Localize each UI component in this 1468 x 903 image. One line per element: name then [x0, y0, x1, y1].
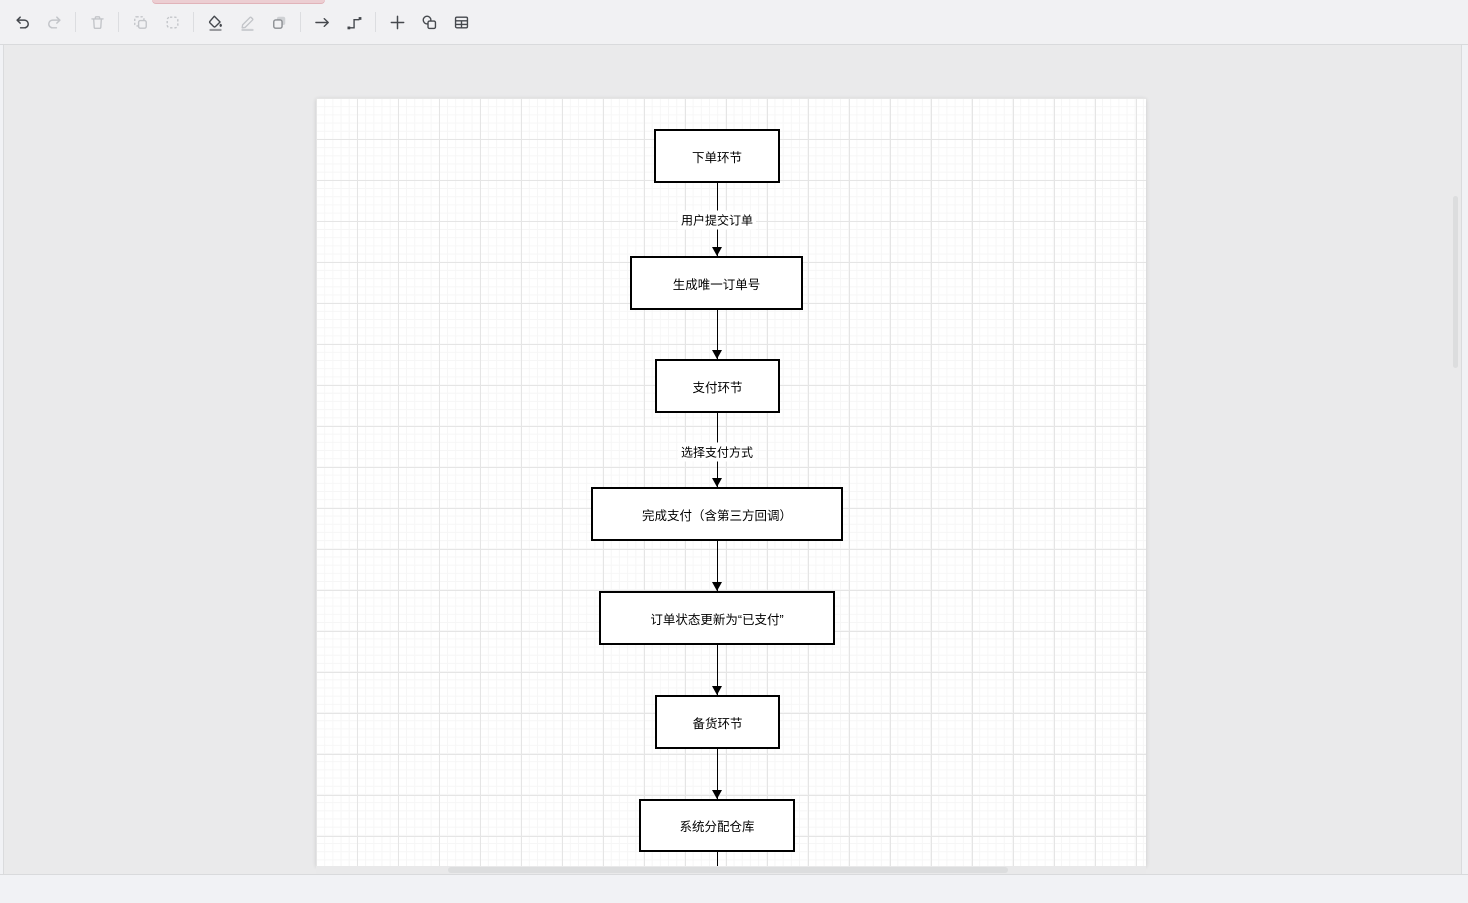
horizontal-scrollbar-thumb[interactable]	[448, 867, 1008, 873]
arrowhead-icon	[712, 686, 722, 695]
diagram-page[interactable]: 下单环节生成唯一订单号支付环节完成支付（含第三方回调） 订单状态更新为“已支付” 备…	[316, 98, 1146, 866]
arrowhead-icon	[712, 247, 722, 256]
line-style-button[interactable]	[231, 6, 263, 38]
straight-arrow-icon	[314, 17, 329, 27]
arrowhead-icon	[712, 478, 722, 487]
toolbar-divider	[375, 12, 376, 32]
pencil-icon	[240, 16, 254, 31]
elbow-connector-icon	[346, 16, 361, 29]
toolbar-divider	[118, 12, 119, 32]
canvas-workspace[interactable]: 下单环节生成唯一订单号支付环节完成支付（含第三方回调） 订单状态更新为“已支付” 备…	[0, 45, 1468, 874]
undo-icon	[15, 15, 29, 29]
flow-edge[interactable]	[716, 541, 718, 591]
status-bar	[0, 874, 1468, 903]
flow-node-gen-order-number[interactable]: 生成唯一订单号	[630, 256, 803, 310]
flow-node-payment-step[interactable]: 支付环节	[655, 359, 780, 413]
undo-button[interactable]	[6, 6, 38, 38]
insert-shape-button[interactable]	[413, 6, 445, 38]
flow-edge[interactable]	[716, 645, 718, 695]
flow-node-status-paid[interactable]: 订单状态更新为“已支付”	[599, 591, 835, 645]
toolbar-divider	[75, 12, 76, 32]
flow-node-label: 系统分配仓库	[679, 820, 755, 834]
trash-icon	[90, 15, 104, 29]
flow-node-complete-payment[interactable]: 完成支付（含第三方回调）	[591, 487, 843, 541]
marquee-icon	[165, 15, 179, 29]
arrowhead-icon	[712, 582, 722, 591]
flow-edge[interactable]	[716, 852, 718, 866]
flow-node-label: 支付环节	[692, 380, 743, 395]
arrowhead-icon	[712, 350, 722, 359]
copy-icon	[133, 15, 147, 29]
toolbar	[0, 0, 1468, 45]
straight-connection-button[interactable]	[306, 6, 338, 38]
plus-icon	[390, 15, 404, 29]
fill-color-icon	[208, 15, 222, 31]
flow-node-place-order[interactable]: 下单环节	[654, 129, 780, 183]
flow-edge-label[interactable]: 选择支付方式	[677, 442, 757, 462]
right-panel-edge	[1461, 45, 1468, 874]
copy-button[interactable]	[124, 6, 156, 38]
flow-edge[interactable]	[716, 310, 718, 359]
table-icon	[454, 15, 468, 29]
toolbar-divider	[193, 12, 194, 32]
redo-button[interactable]	[38, 6, 70, 38]
arrowhead-icon	[712, 790, 722, 799]
shapes-icon	[422, 15, 436, 29]
fill-color-button[interactable]	[199, 6, 231, 38]
flow-node-label: 备货环节	[692, 716, 743, 731]
flow-node-assign-warehouse[interactable]: 系统分配仓库	[639, 799, 795, 852]
toolbar-divider	[300, 12, 301, 32]
insert-button[interactable]	[381, 6, 413, 38]
insert-table-button[interactable]	[445, 6, 477, 38]
elbow-connection-button[interactable]	[338, 6, 370, 38]
vertical-scrollbar-thumb[interactable]	[1453, 196, 1458, 368]
flow-node-label: 订单状态更新为“已支付”	[650, 612, 784, 627]
shadow-icon	[272, 16, 285, 29]
flow-edge[interactable]	[716, 749, 718, 799]
redo-icon	[47, 15, 61, 29]
flow-node-label: 完成支付（含第三方回调）	[641, 508, 792, 523]
flow-node-label: 下单环节	[691, 150, 742, 165]
left-panel-edge	[0, 45, 4, 874]
flow-edge-label[interactable]: 用户提交订单	[677, 210, 757, 230]
flow-node-stocking-step[interactable]: 备货环节	[655, 695, 780, 749]
flow-node-label: 生成唯一订单号	[672, 277, 761, 292]
shadow-button[interactable]	[263, 6, 295, 38]
delete-button[interactable]	[81, 6, 113, 38]
notification-toast-remnant	[152, 0, 325, 4]
select-area-button[interactable]	[156, 6, 188, 38]
